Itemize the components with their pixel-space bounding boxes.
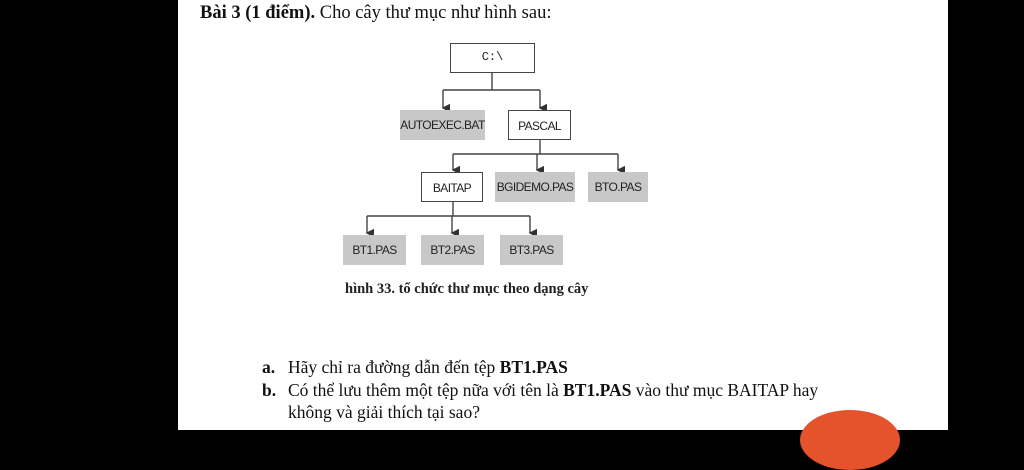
question-b-continuation: không và giải thích tại sao? bbox=[288, 402, 480, 422]
tree-node-bt2: BT2.PAS bbox=[421, 235, 484, 265]
exercise-heading: Bài 3 (1 điểm). Cho cây thư mục như hình… bbox=[200, 3, 552, 23]
figure-caption: hình 33. tổ chức thư mục theo dạng cây bbox=[345, 281, 589, 297]
tree-node-root: C:\ bbox=[450, 43, 535, 73]
orange-overlay-shape bbox=[800, 410, 900, 470]
tree-node-pascal: PASCAL bbox=[508, 110, 571, 140]
tree-node-bto: BTO.PAS bbox=[588, 172, 648, 202]
document-page bbox=[178, 0, 948, 430]
tree-node-baitap: BAITAP bbox=[421, 172, 483, 202]
question-b: b.Có thể lưu thêm một tệp nữa với tên là… bbox=[262, 380, 819, 400]
tree-node-bt1: BT1.PAS bbox=[343, 235, 406, 265]
tree-node-bt3: BT3.PAS bbox=[500, 235, 563, 265]
tree-node-autoexec: AUTOEXEC.BAT bbox=[400, 110, 485, 140]
question-a: a.Hãy chỉ ra đường dẫn đến tệp BT1.PAS bbox=[262, 357, 568, 377]
tree-node-bgidemo: BGIDEMO.PAS bbox=[495, 172, 575, 202]
tree-connectors bbox=[365, 72, 625, 238]
